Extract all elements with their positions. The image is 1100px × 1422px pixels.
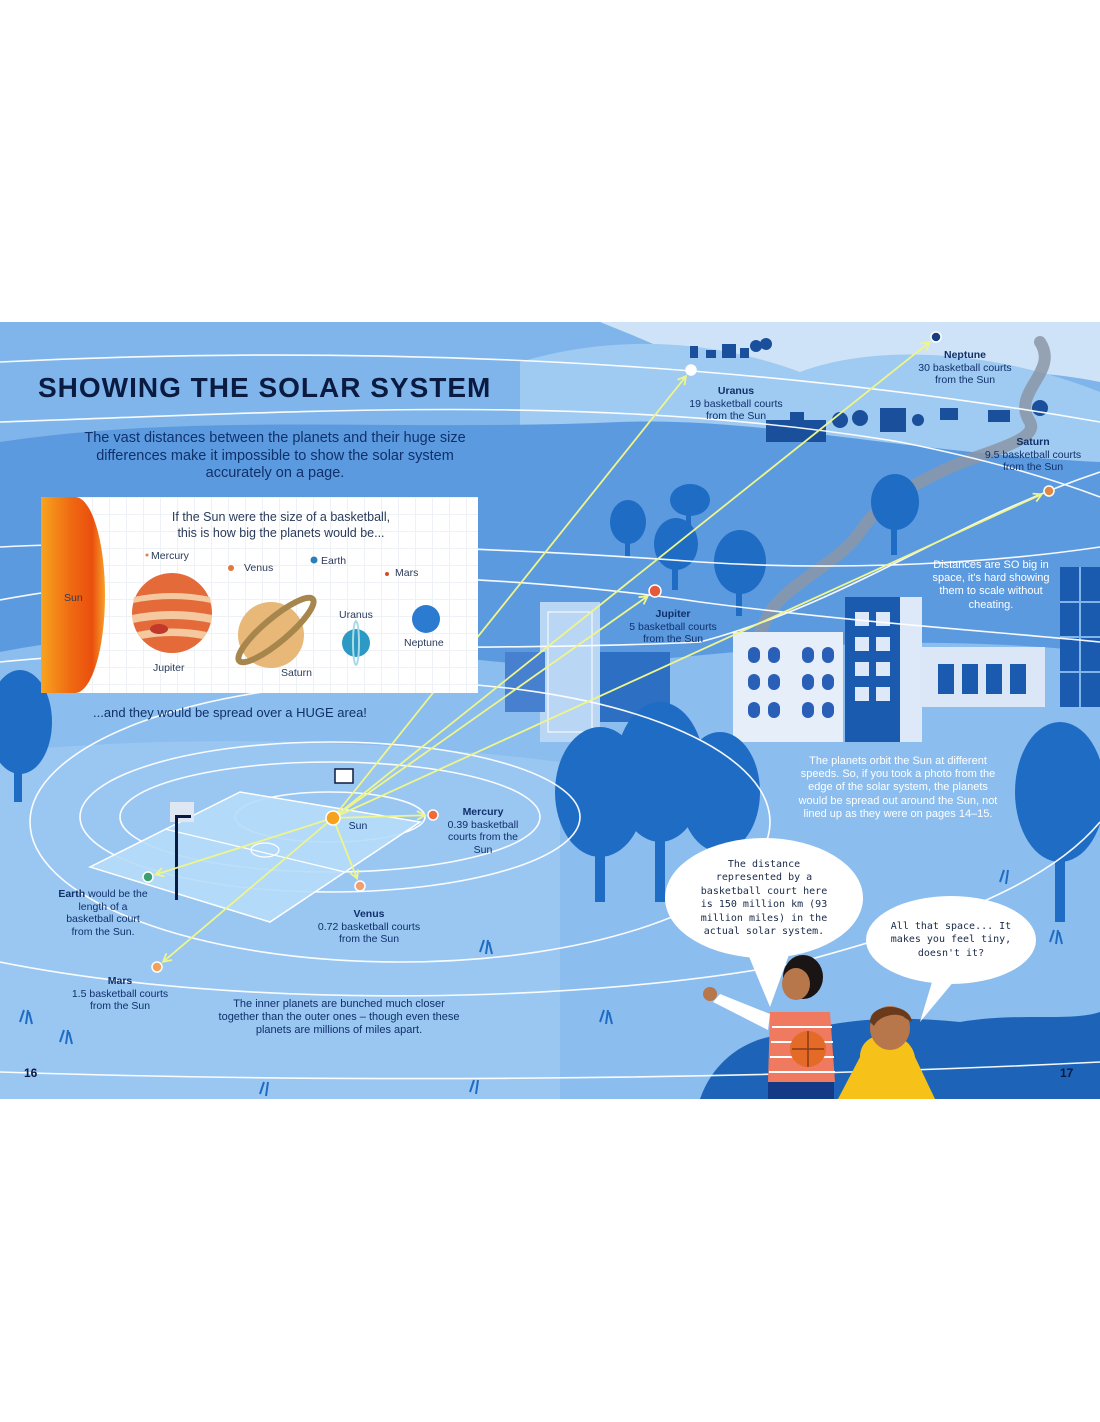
arrowhead-mars — [161, 952, 173, 964]
page-number-left: 16 — [24, 1066, 38, 1080]
basketball-court — [87, 768, 422, 923]
panel-label-venus: Venus — [244, 562, 274, 574]
uranus-icon — [342, 620, 370, 666]
panel-label-uranus: Uranus — [339, 609, 373, 621]
arrow-uranus — [332, 375, 687, 819]
size-comparison-panel: Sun If the Sun were the size of a basket… — [41, 497, 478, 693]
arrowhead-jupiter — [638, 595, 650, 605]
arrow-earth — [155, 817, 334, 876]
arrowhead-neptune — [920, 340, 932, 351]
planet-size-graphic — [132, 553, 440, 668]
note-cheating: Distances are SO big in space, it's hard… — [932, 559, 1050, 611]
hill-houses — [690, 338, 1048, 442]
intro-text: The vast distances between the planets a… — [84, 430, 466, 482]
planet-marker-neptune — [930, 331, 942, 343]
spread-text: ...and they would be spread over a HUGE … — [93, 705, 367, 720]
panel-label-jupiter: Jupiter — [153, 662, 185, 674]
arrowhead-venus — [349, 869, 360, 881]
planet-marker-earth — [142, 871, 154, 883]
arrow-mars — [162, 817, 334, 963]
saturn-icon — [235, 594, 317, 668]
note-inner-planets: The inner planets are bunched much close… — [218, 998, 460, 1037]
arrowhead-earth — [153, 867, 165, 878]
page-number-right: 17 — [1060, 1066, 1074, 1080]
arrow-venus — [332, 817, 358, 879]
planet-marker-jupiter — [648, 584, 662, 598]
arrowhead-uranus — [677, 374, 688, 386]
arrow-jupiter — [332, 595, 649, 819]
panel-label-earth: Earth — [321, 555, 347, 567]
city-buildings — [505, 567, 1100, 742]
planet-markers — [142, 331, 1055, 973]
distance-label-earth: Earth would be the length of a basketbal… — [58, 888, 148, 938]
sun-strip — [41, 497, 105, 693]
jupiter-icon — [132, 573, 212, 653]
children-illustration — [703, 955, 935, 1099]
neptune-icon — [412, 605, 440, 633]
planet-marker-mercury — [427, 809, 439, 821]
arrowhead-saturn — [1032, 492, 1044, 503]
planet-marker-venus — [354, 880, 366, 892]
planet-marker-uranus — [685, 364, 697, 376]
speech-bubble-boy: All that space... It makes you feel tiny… — [866, 896, 1036, 984]
arrowhead-mercury — [416, 810, 427, 821]
court-sun-marker — [325, 810, 341, 826]
panel-label-sun: Sun — [64, 592, 83, 604]
planet-marker-saturn — [1043, 485, 1055, 497]
speech-bubble-girl: The distance represented by a basketball… — [665, 838, 863, 958]
arrow-neptune — [332, 341, 931, 819]
arrow-mercury — [332, 814, 426, 819]
panel-label-mars: Mars — [395, 567, 419, 579]
panel-label-neptune: Neptune — [404, 637, 444, 649]
book-spread: SHOWING THE SOLAR SYSTEM The vast distan… — [0, 322, 1100, 1099]
panel-label-saturn: Saturn — [281, 667, 312, 679]
arrow-saturn — [332, 493, 1043, 819]
distance-arrows — [153, 340, 1044, 964]
note-orbit-speeds: The planets orbit the Sun at different s… — [798, 755, 998, 820]
panel-caption: If the Sun were the size of a basketball… — [171, 510, 391, 541]
page-title: SHOWING THE SOLAR SYSTEM — [38, 372, 492, 403]
panel-label-mercury: Mercury — [151, 550, 189, 562]
planet-marker-mars — [151, 961, 163, 973]
court-sun-label: Sun — [348, 820, 368, 832]
scene-illustration — [0, 322, 1100, 1099]
